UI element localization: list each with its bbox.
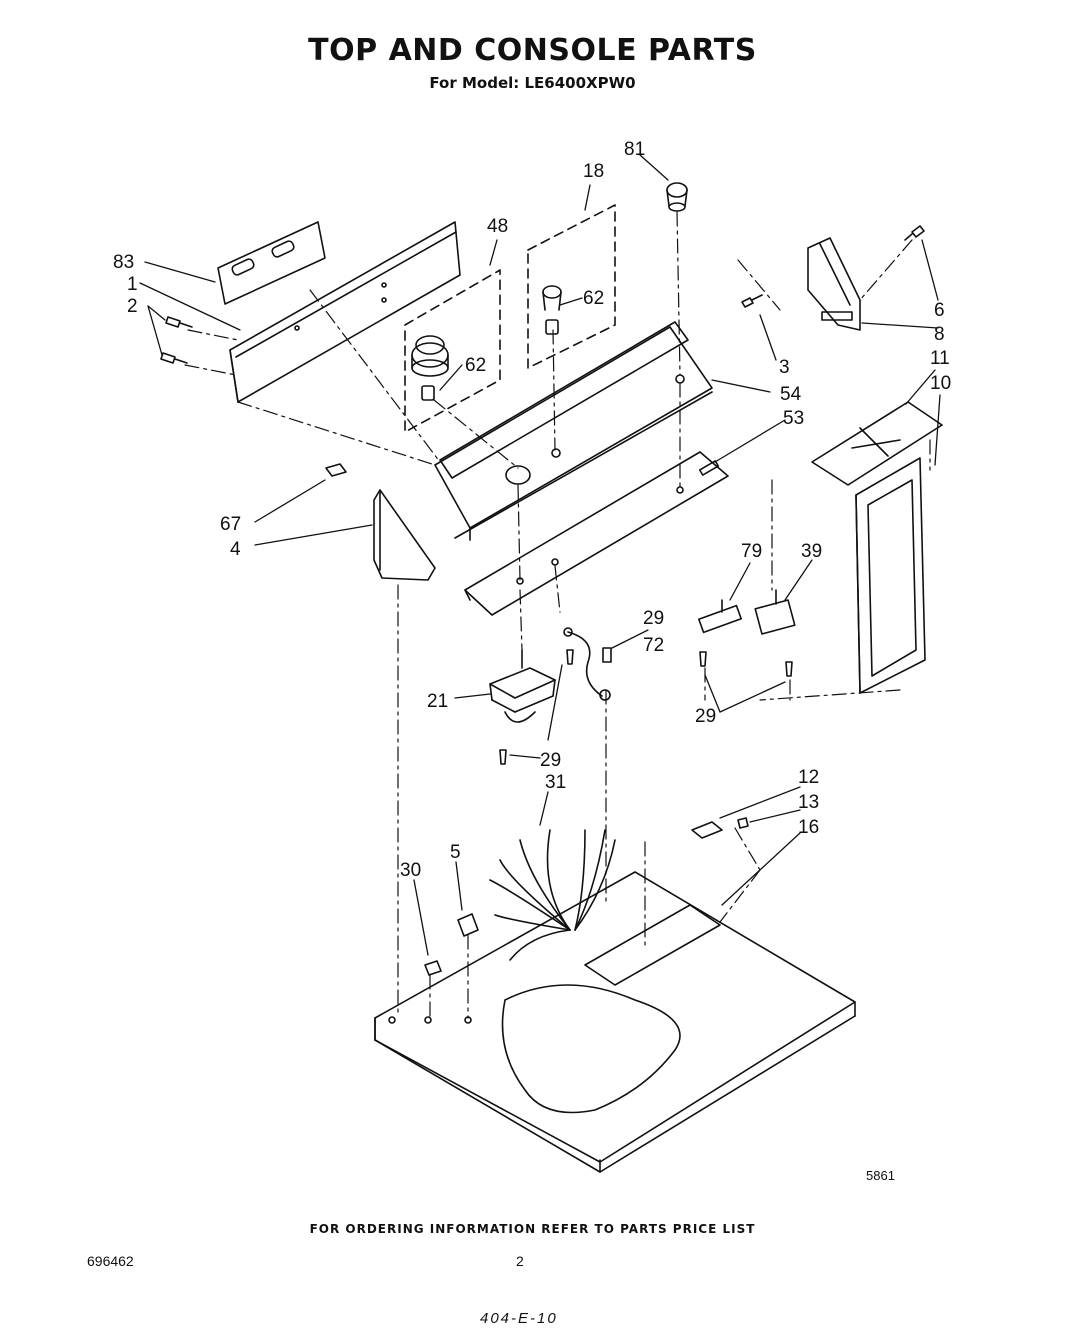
callout-12: 12 [798, 767, 819, 788]
callout-53: 53 [783, 408, 804, 429]
console-panel-54 [434, 321, 713, 541]
page-title: TOP AND CONSOLE PARTS [308, 33, 757, 68]
callout-4: 4 [230, 539, 241, 560]
callout-11: 11 [930, 348, 950, 369]
callout-21: 21 [427, 691, 448, 712]
callout-81: 81 [624, 139, 645, 160]
callout-62-right: 62 [583, 288, 604, 309]
callout-18: 18 [583, 161, 604, 182]
callout-72: 72 [643, 635, 664, 656]
part-12 [691, 821, 723, 839]
top-base [374, 871, 856, 1173]
knob-81 [666, 182, 688, 212]
callout-39: 39 [801, 541, 822, 562]
callout-1: 1 [127, 274, 138, 295]
clip-67 [325, 463, 347, 477]
box-48 [404, 269, 501, 433]
callout-16: 16 [798, 817, 819, 838]
page-number: 2 [516, 1253, 524, 1269]
callout-10: 10 [930, 373, 951, 394]
backing-plate-53 [464, 451, 729, 616]
callout-29-top: 29 [643, 608, 664, 629]
rear-bracket-part [229, 221, 461, 403]
document-number: 696462 [87, 1253, 134, 1269]
end-cap-8 [807, 237, 861, 331]
part-13 [737, 817, 749, 829]
switch-79 [698, 599, 742, 634]
callout-62-left: 62 [465, 355, 486, 376]
box-18 [527, 204, 616, 369]
console-glass-11 [811, 401, 943, 486]
part-5 [457, 913, 479, 937]
screw-6-part [904, 225, 925, 241]
timer-21 [489, 649, 556, 723]
screws-29 [499, 649, 793, 765]
callout-67: 67 [220, 514, 241, 535]
callout-54: 54 [780, 384, 802, 405]
callout-2: 2 [127, 296, 138, 317]
callout-29-left: 29 [540, 750, 561, 771]
model-subtitle: For Model: LE6400XPW0 [429, 74, 636, 92]
figure-number: 5861 [866, 1168, 895, 1183]
knob-62-left [411, 335, 449, 401]
frame-10 [855, 457, 926, 694]
callout-5: 5 [450, 842, 461, 863]
callout-labels: 81 18 48 83 1 2 62 62 6 8 3 54 53 11 10 … [113, 139, 951, 881]
callout-29-right: 29 [695, 706, 716, 727]
bracket-83-part [217, 221, 326, 305]
ordering-note: FOR ORDERING INFORMATION REFER TO PARTS … [309, 1222, 756, 1236]
screw-3-part [741, 294, 763, 308]
part-30 [424, 960, 442, 976]
callout-31: 31 [545, 772, 566, 793]
switch-39 [754, 589, 796, 635]
leader-lines [139, 154, 941, 956]
screw-2-part [160, 316, 193, 364]
end-cap-4 [373, 489, 436, 581]
callout-83: 83 [113, 252, 134, 273]
callout-79: 79 [741, 541, 762, 562]
assembly-lines [184, 211, 931, 1019]
knob-62-right [542, 285, 562, 335]
wire-harness-31 [489, 829, 616, 961]
callout-13: 13 [798, 792, 819, 813]
callout-6: 6 [934, 300, 945, 321]
callout-3: 3 [779, 357, 790, 378]
handwritten-code: 404-E-10 [480, 1310, 558, 1327]
callout-48: 48 [487, 216, 508, 237]
ground-wire-72 [563, 627, 612, 701]
callout-8: 8 [934, 324, 945, 345]
callout-30: 30 [400, 860, 421, 881]
